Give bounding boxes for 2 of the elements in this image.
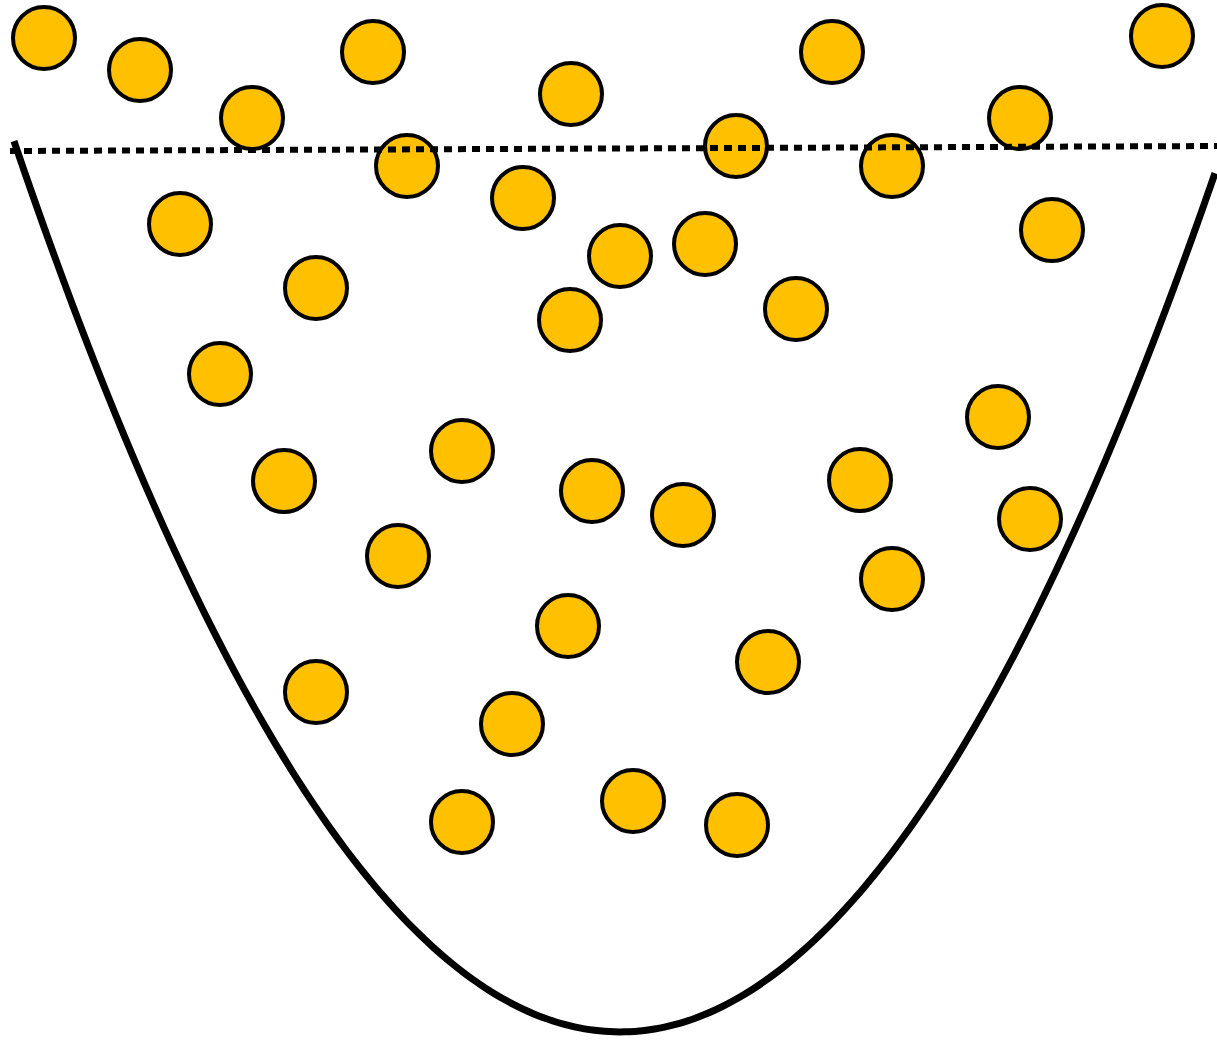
particle-circle [987, 85, 1053, 151]
particle-circle [219, 85, 285, 151]
